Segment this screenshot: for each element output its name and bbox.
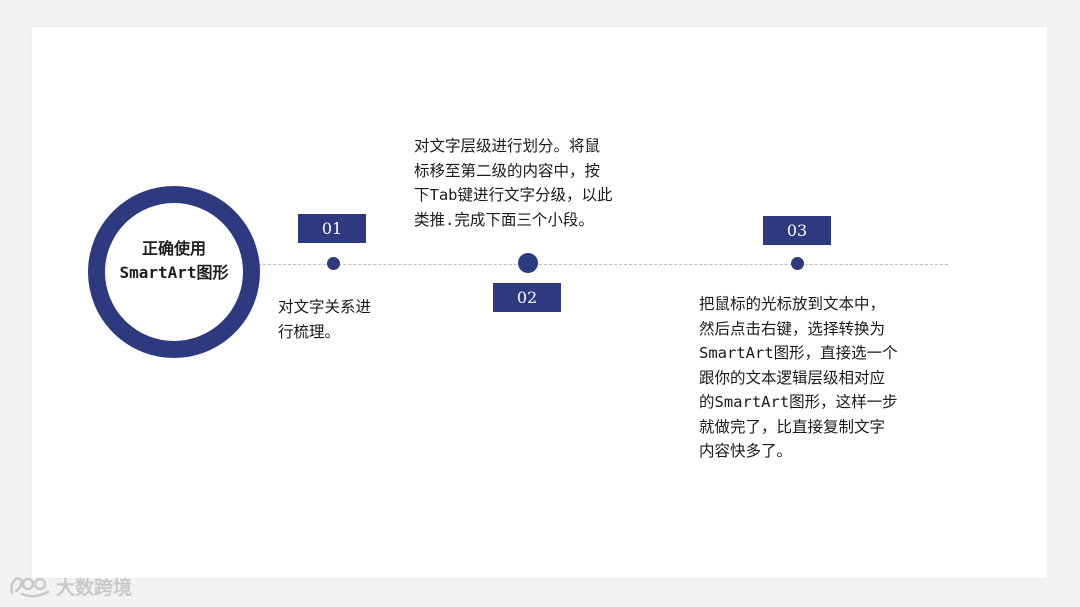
timeline-axis: [258, 264, 948, 265]
step-03-number-box: 03: [763, 216, 831, 245]
step-01-number: 01: [321, 219, 343, 238]
step-02-number-box: 02: [493, 283, 561, 312]
step-01-description: 对文字关系进 行梳理。: [278, 298, 372, 341]
diagram-title: 正确使用 SmartArt图形: [88, 237, 260, 285]
step-03-marker: [791, 257, 804, 270]
title-ring: [88, 186, 260, 358]
watermark: 大数跨境: [8, 571, 132, 601]
step-02-description: 对文字层级进行划分。将鼠 标移至第二级的内容中，按 下Tab键进行文字分级，以此…: [414, 137, 613, 229]
brand-logo-icon: [8, 573, 52, 599]
step-03-description: 把鼠标的光标放到文本中， 然后点击右键，选择转换为 SmartArt图形，直接选…: [699, 295, 898, 460]
watermark-text: 大数跨境: [56, 576, 133, 599]
step-01-number-box: 01: [298, 214, 366, 243]
diagram-title-line2: SmartArt图形: [119, 263, 229, 282]
step-02-number: 02: [516, 288, 538, 307]
step-01-marker: [327, 257, 340, 270]
step-02-marker: [518, 253, 538, 273]
diagram-title-line1: 正确使用: [141, 239, 206, 258]
step-03-number: 03: [786, 221, 808, 240]
